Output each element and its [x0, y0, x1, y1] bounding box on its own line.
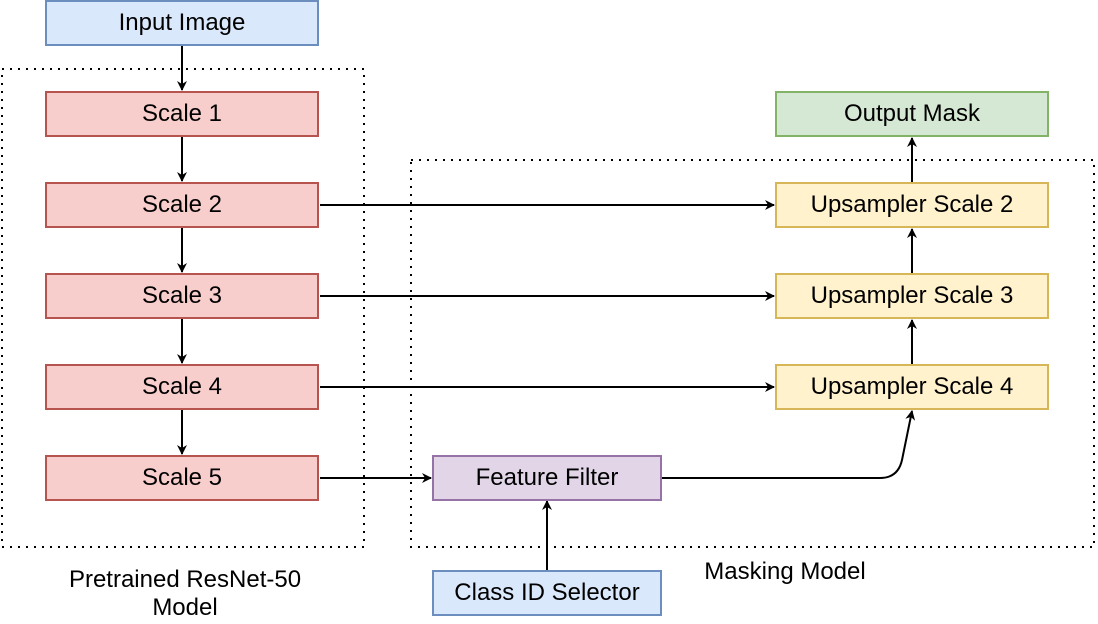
node-feature-filter: Feature Filter: [432, 455, 662, 501]
node-upsampler-scale-2-label: Upsampler Scale 2: [810, 191, 1014, 218]
node-scale-2: Scale 2: [45, 182, 319, 228]
resnet-group-label: Pretrained ResNet-50 Model: [30, 566, 340, 622]
node-feature-filter-label: Feature Filter: [475, 464, 619, 491]
node-scale-1: Scale 1: [45, 91, 319, 137]
node-class-id-selector-label: Class ID Selector: [454, 579, 640, 606]
resnet-group-label-line2: Model: [152, 594, 218, 621]
node-output-mask: Output Mask: [775, 91, 1049, 137]
node-scale-3: Scale 3: [45, 273, 319, 319]
node-upsampler-scale-4-label: Upsampler Scale 4: [810, 373, 1014, 400]
node-input-image: Input Image: [45, 0, 319, 46]
node-upsampler-scale-4: Upsampler Scale 4: [775, 364, 1049, 410]
edge-feature-filter-to-upsampler4: [662, 410, 916, 479]
resnet-group-border: [1, 68, 365, 548]
node-scale-3-label: Scale 3: [141, 282, 223, 309]
node-scale-5-label: Scale 5: [141, 464, 223, 491]
node-scale-4-label: Scale 4: [141, 373, 223, 400]
node-scale-4: Scale 4: [45, 364, 319, 410]
node-upsampler-scale-3: Upsampler Scale 3: [775, 273, 1049, 319]
masking-group-label: Masking Model: [680, 558, 890, 586]
node-upsampler-scale-3-label: Upsampler Scale 3: [810, 282, 1014, 309]
node-scale-1-label: Scale 1: [141, 100, 223, 127]
resnet-group-label-line1: Pretrained ResNet-50: [68, 566, 302, 593]
node-scale-5: Scale 5: [45, 455, 319, 501]
node-upsampler-scale-2: Upsampler Scale 2: [775, 182, 1049, 228]
node-class-id-selector: Class ID Selector: [432, 570, 662, 616]
node-input-image-label: Input Image: [118, 9, 246, 36]
node-scale-2-label: Scale 2: [141, 191, 223, 218]
node-output-mask-label: Output Mask: [843, 100, 981, 127]
masking-group-label-text: Masking Model: [704, 558, 866, 585]
